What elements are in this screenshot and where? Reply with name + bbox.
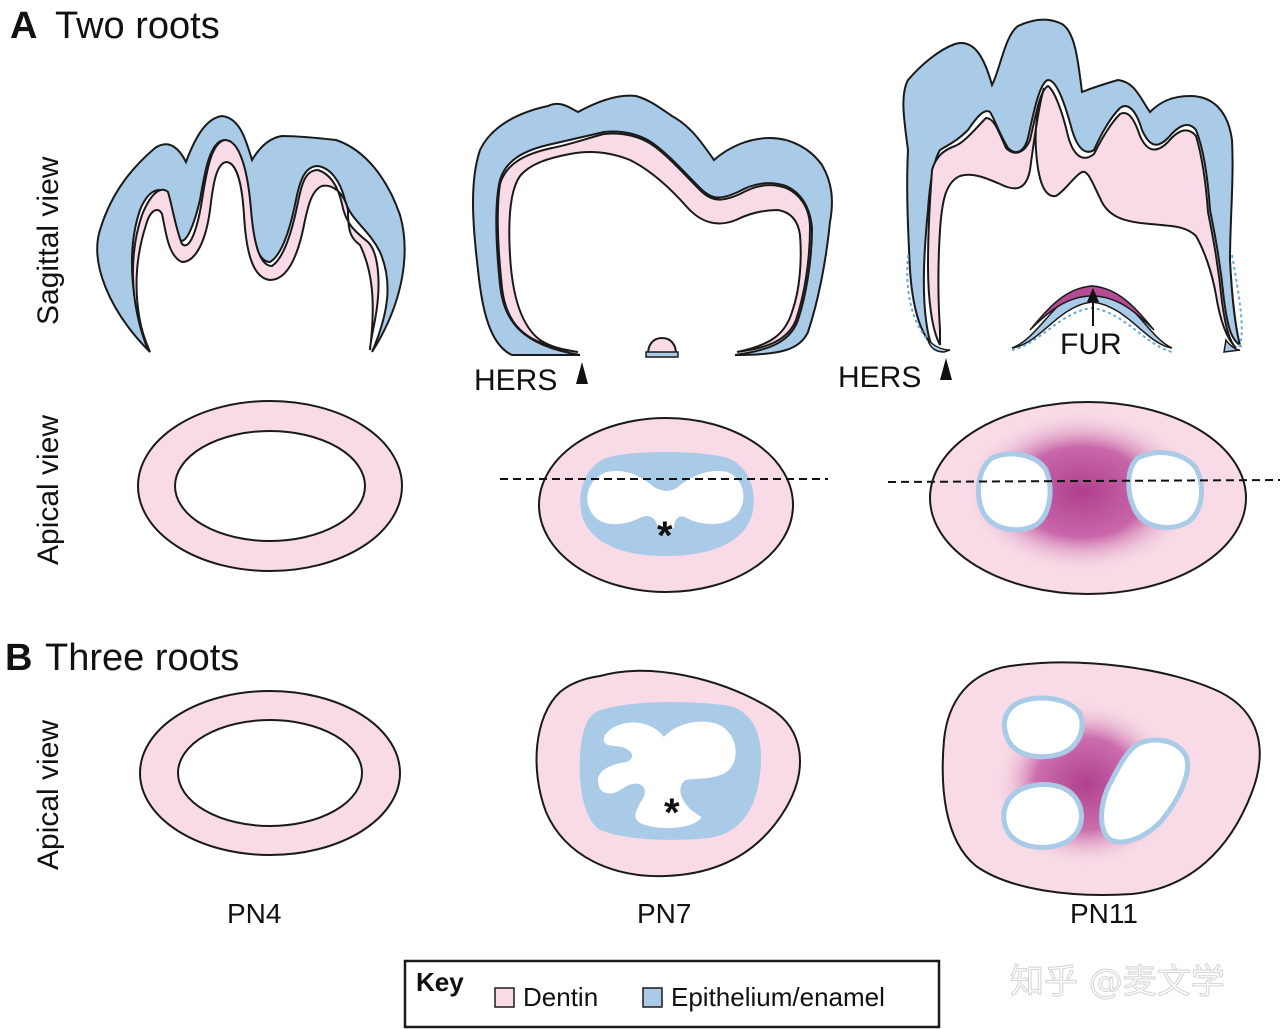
panel-a-title: Two roots: [55, 5, 220, 47]
key-title: Key: [416, 967, 464, 997]
apical-b-pn7: [535, 669, 801, 878]
asterisk-b-pn7: *: [664, 791, 680, 835]
apical-b-pn11: [941, 661, 1261, 896]
key-label-epithelium: Epithelium/enamel: [671, 982, 885, 1012]
hers-arrowhead-pn7: [576, 362, 588, 384]
sagittal-pn4-tooth: [96, 114, 406, 353]
panel-b-letter: B: [5, 637, 32, 679]
sagittal-pn11-tooth: [902, 18, 1243, 353]
fur-label: FUR: [1060, 328, 1122, 361]
key-label-dentin: Dentin: [523, 982, 598, 1012]
row-label-apical-a: Apical view: [32, 415, 65, 565]
hers-label-pn7: HERS: [474, 364, 557, 397]
key-box: [403, 959, 941, 1029]
asterisk-a-pn7: *: [657, 514, 673, 558]
row-label-apical-b: Apical view: [32, 720, 65, 870]
apical-a-pn11: [929, 401, 1247, 595]
stage-label-pn7: PN7: [637, 898, 691, 929]
fur-arrowhead: [1087, 288, 1099, 302]
sagittal-pn7-tooth: [472, 94, 833, 358]
panel-a-letter: A: [10, 5, 37, 47]
key-legend: Key Dentin Epithelium/enamel: [403, 959, 941, 1029]
key-swatch-epithelium: [642, 987, 663, 1008]
hers-arrowhead-pn11: [940, 358, 952, 380]
stage-label-pn11: PN11: [1070, 898, 1138, 929]
key-swatch-dentin: [494, 987, 515, 1008]
watermark: 知乎 @麦文学: [1010, 962, 1225, 1002]
row-label-sagittal: Sagittal view: [32, 156, 65, 325]
apical-a-pn7: [538, 417, 794, 593]
apical-a-pn4: [137, 400, 403, 572]
panel-b-title: Three roots: [45, 637, 239, 679]
hers-label-pn11: HERS: [838, 361, 921, 394]
stage-label-pn4: PN4: [227, 898, 281, 929]
section-line-pn11: [887, 479, 1280, 483]
apical-b-pn4: [139, 690, 401, 856]
